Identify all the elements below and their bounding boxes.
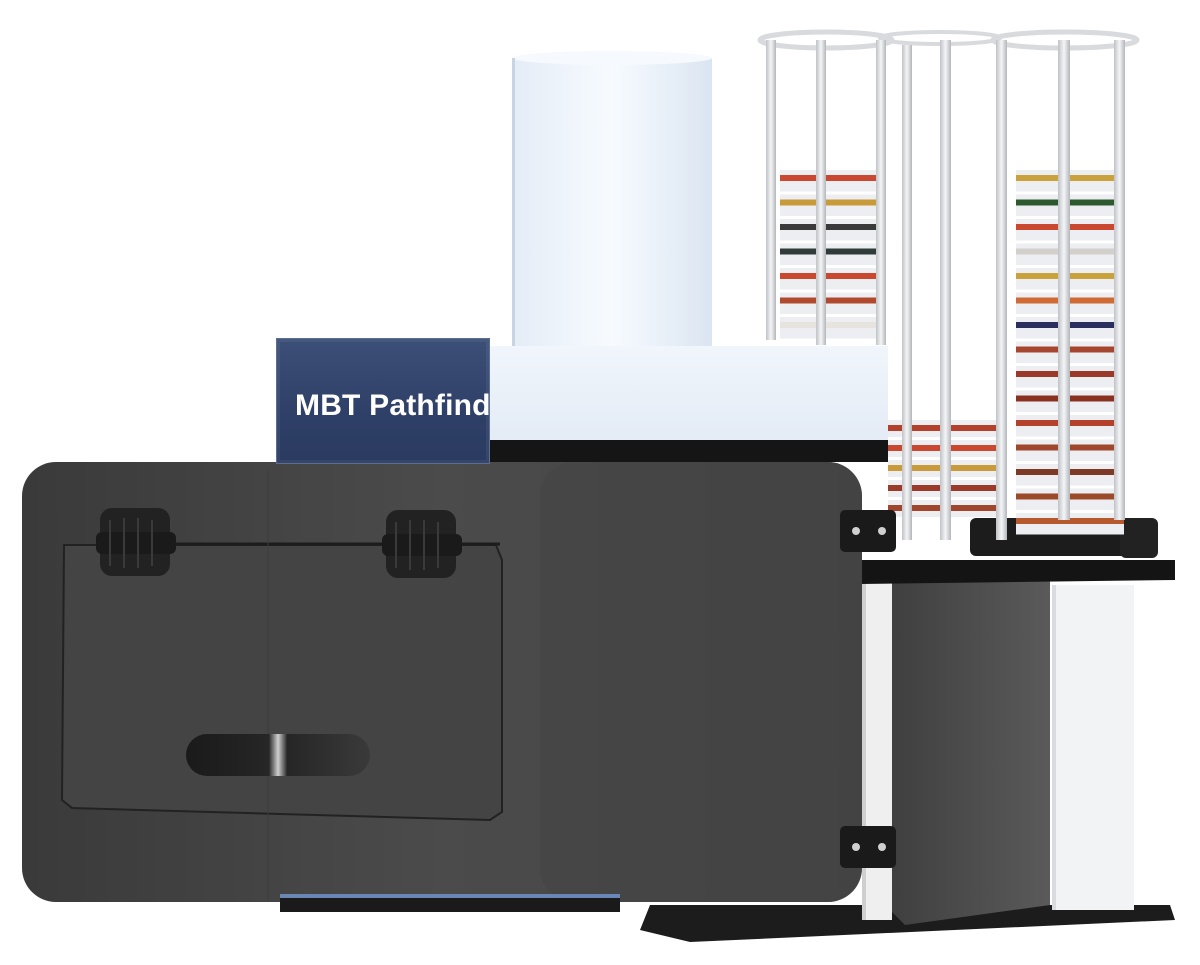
device-label-text: MBT Pathfind: [295, 389, 490, 422]
agar-band: [780, 273, 876, 279]
knob-left-icon[interactable]: [96, 508, 176, 576]
side-housing: [862, 580, 1050, 925]
rack-column: [1052, 585, 1134, 910]
housing-bottom-accent: [280, 894, 620, 898]
hatch-handle[interactable]: [186, 734, 370, 776]
bracket-clip-bottom: [840, 826, 896, 868]
agar-band: [780, 199, 876, 206]
agar-band: [780, 322, 876, 328]
housing-bottom-edge: [280, 898, 620, 912]
agar-band: [1016, 518, 1124, 524]
top-cover: [486, 343, 888, 462]
device-label-panel: MBT Pathfind: [276, 338, 490, 464]
plate-rack: [757, 29, 1140, 540]
agar-band: [780, 224, 876, 230]
plate-stack-left: [780, 170, 876, 339]
load-cylinder: [512, 51, 712, 346]
knob-right-icon[interactable]: [382, 510, 462, 578]
bracket-clip-top: [840, 510, 896, 552]
main-housing: [22, 462, 862, 902]
agar-band: [780, 175, 876, 181]
agar-band: [780, 297, 876, 304]
agar-band: [780, 248, 876, 255]
